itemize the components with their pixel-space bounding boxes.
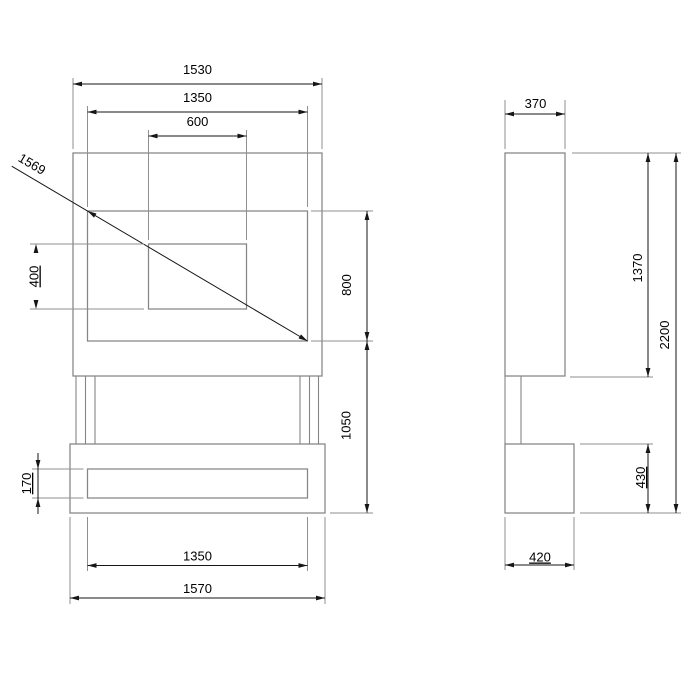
arrow — [364, 341, 370, 350]
front-view — [69, 152, 326, 514]
dim-front-slot-width: 1350 — [87, 517, 308, 571]
arrow — [364, 504, 370, 513]
arrow — [645, 368, 651, 377]
front-base-slot-outline — [86, 468, 309, 499]
arrow — [645, 504, 651, 513]
arrow — [556, 111, 565, 117]
dim-front-overall-width: 1530 — [72, 62, 323, 149]
dim-label-1530: 1530 — [183, 62, 212, 77]
dim-front-lower-height: 1050 — [330, 341, 373, 514]
arrow — [73, 81, 82, 87]
front-panel-outline — [72, 152, 323, 377]
arrow — [148, 133, 158, 139]
arrow — [364, 332, 370, 341]
dim-label-1570: 1570 — [183, 581, 212, 596]
arrow — [298, 563, 308, 568]
arrow — [645, 444, 651, 453]
dim-label-2200: 2200 — [657, 321, 672, 350]
dim-front-opening-height: 400 — [27, 243, 144, 310]
arrow — [33, 300, 39, 309]
front-legs — [75, 376, 320, 444]
arrow — [565, 562, 574, 568]
front-base-outline — [69, 443, 326, 514]
dim-side-top-depth: 370 — [504, 96, 566, 149]
arrow — [673, 504, 679, 513]
arrow — [505, 562, 514, 568]
front-opening-outline — [147, 243, 248, 310]
dim-label-170: 170 — [19, 473, 34, 495]
arrow — [673, 153, 679, 162]
dim-side-overall-height: 2200 — [580, 153, 681, 514]
front-inner-panel-outline — [86, 210, 309, 342]
dim-label-1370: 1370 — [630, 254, 645, 283]
arrow — [33, 244, 39, 253]
dim-front-diagonal: 1569 — [11, 150, 309, 344]
side-base-outline — [504, 443, 575, 514]
dim-front-base-width: 1570 — [69, 517, 326, 604]
arrow — [298, 109, 308, 115]
dim-label-400: 400 — [27, 266, 42, 288]
dim-label-420: 420 — [529, 550, 551, 565]
side-panel-outline — [504, 152, 566, 377]
dim-label-800: 800 — [339, 274, 354, 296]
dim-front-inner-width: 1350 — [87, 90, 308, 207]
dim-label-600: 600 — [187, 114, 209, 129]
dim-label-1350-top: 1350 — [183, 90, 212, 105]
arrow — [364, 211, 370, 220]
dim-label-1350-bottom: 1350 — [183, 549, 212, 564]
dim-front-slot-height: 170 — [19, 453, 84, 514]
dim-label-1569: 1569 — [16, 150, 49, 178]
dim-front-opening-width: 600 — [148, 114, 247, 240]
arrow — [35, 460, 41, 469]
dim-side-base-height: 430 — [580, 443, 653, 513]
dim-label-1050: 1050 — [339, 411, 354, 440]
arrow — [35, 498, 41, 507]
dim-front-inner-height: 800 — [311, 210, 373, 342]
arrow — [645, 153, 651, 162]
arrow — [313, 81, 322, 87]
dim-label-430: 430 — [633, 467, 648, 489]
arrow — [87, 563, 97, 568]
side-view — [504, 152, 575, 514]
dim-side-base-depth: 420 — [504, 517, 575, 570]
arrow — [87, 109, 97, 115]
arrow — [316, 595, 325, 601]
arrow — [237, 133, 247, 139]
dim-label-370: 370 — [525, 96, 547, 111]
arrow — [505, 111, 514, 117]
dim-line-diagonal — [11, 165, 308, 342]
arrow — [70, 595, 79, 601]
dim-side-body-height: 1370 — [570, 153, 653, 378]
